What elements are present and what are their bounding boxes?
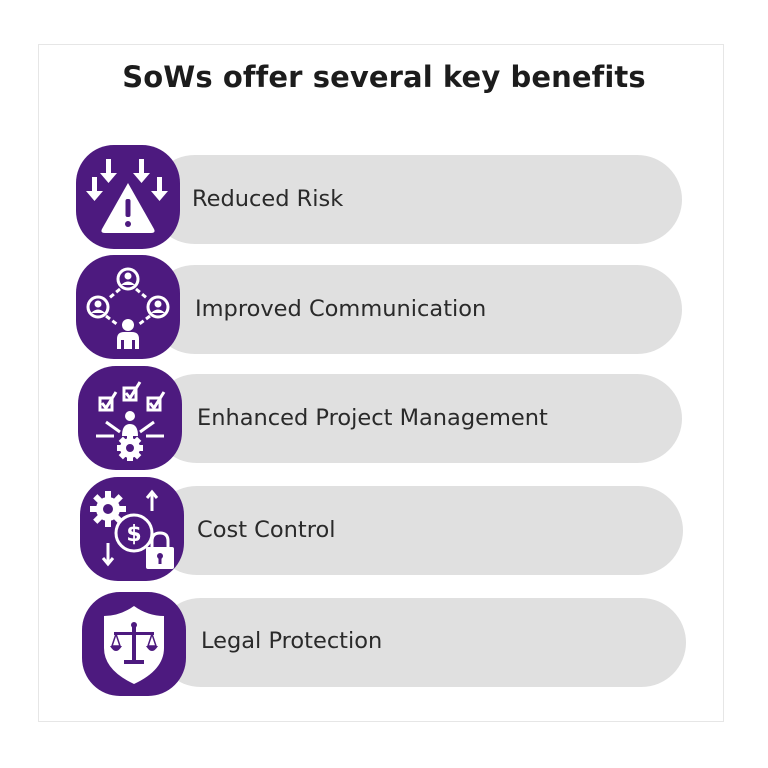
shield-scales-icon: [104, 606, 164, 684]
benefit-label: Reduced Risk: [192, 186, 344, 212]
task-checklist-manager-icon: [96, 381, 166, 461]
benefit-label: Enhanced Project Management: [197, 405, 548, 431]
benefit-pill-legal-protection: [156, 598, 686, 687]
benefit-label: Cost Control: [197, 517, 336, 543]
benefit-pill-cost-control: [152, 486, 683, 575]
benefit-pill-improved-communication: [150, 265, 682, 354]
benefit-badge: [76, 145, 180, 249]
benefit-badge: $: [80, 477, 184, 581]
gear-dollar-lock-icon: $: [90, 489, 174, 569]
benefit-label: Legal Protection: [201, 628, 383, 654]
svg-text:$: $: [126, 522, 141, 547]
benefit-badge: [76, 255, 180, 359]
people-network-icon: [86, 267, 170, 349]
benefit-pill-enhanced-project-management: [152, 374, 682, 463]
benefit-pill-reduced-risk: [150, 155, 682, 244]
benefit-label: Improved Communication: [195, 296, 487, 322]
risk-warning-arrows-icon: [86, 159, 168, 233]
page-title: SoWs offer several key benefits: [122, 60, 646, 94]
benefit-badge: [78, 366, 182, 470]
benefit-badge: [82, 592, 186, 696]
